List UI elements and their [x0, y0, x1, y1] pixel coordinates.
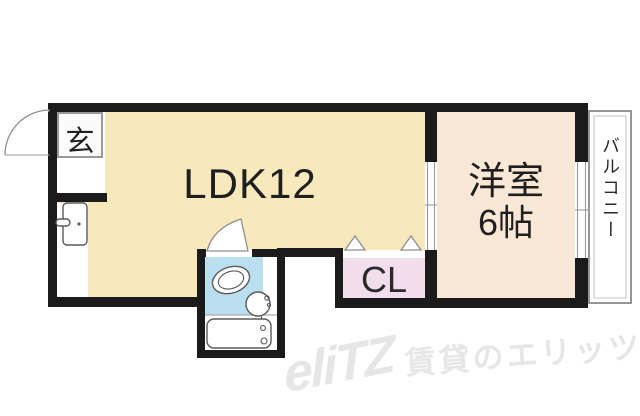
ldk-room-label: LDK12 [183, 160, 317, 207]
wall-divider-bottom [425, 250, 437, 308]
sliding-door [425, 162, 437, 250]
wall-entrance-stub [48, 193, 107, 202]
balcony-outline [588, 110, 632, 304]
wall-recess [277, 248, 343, 257]
closet-folding-doors [343, 234, 423, 251]
entrance-label: 玄 [65, 126, 95, 158]
closet-label: CL [360, 259, 408, 300]
entrance-label-box [57, 112, 103, 158]
bathroom-door [206, 218, 249, 252]
entrance-door-arc [4, 109, 51, 156]
western-room-size: 6帖 [477, 202, 535, 243]
bathroom [197, 249, 285, 358]
balcony-label: バルコニー [600, 136, 620, 241]
wall-bottom-right [335, 298, 588, 308]
wall-bottom-left [48, 297, 205, 307]
toilet [211, 265, 251, 295]
closet-door-track [343, 250, 425, 258]
western-room-label: 洋室 [467, 161, 544, 203]
sink [245, 291, 272, 332]
wall-closet-left [335, 248, 343, 308]
wall-right-bottom [575, 258, 588, 308]
wall-divider-top [425, 112, 437, 162]
western-room-floor [437, 112, 575, 298]
wall-left [48, 103, 57, 307]
wall-right-top [575, 103, 588, 162]
bathroom-door-gap [206, 249, 252, 257]
wall-top [48, 103, 588, 112]
bathtub [206, 318, 272, 349]
refrigerator [55, 202, 88, 246]
window [575, 162, 588, 258]
